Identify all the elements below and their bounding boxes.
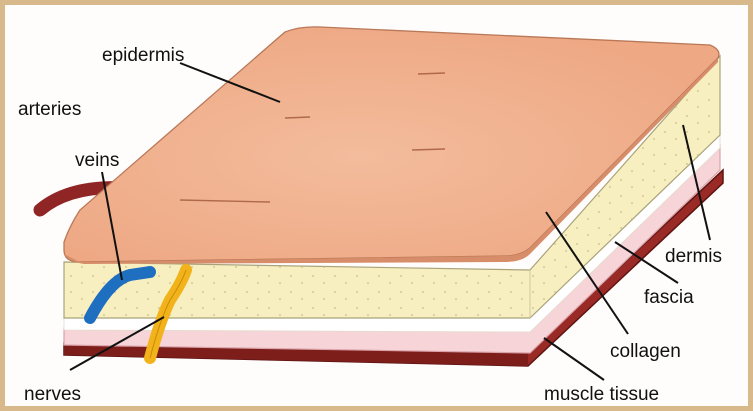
label-arteries: arteries [18,99,81,120]
label-nerves: nerves [24,384,81,405]
label-fascia: fascia [644,287,694,308]
label-muscle-tissue: muscle tissue [544,384,659,405]
label-dermis: dermis [665,246,722,267]
muscle-leader [544,338,604,380]
label-epidermis: epidermis [102,45,184,66]
label-veins: veins [75,150,119,171]
label-collagen: collagen [610,341,681,362]
